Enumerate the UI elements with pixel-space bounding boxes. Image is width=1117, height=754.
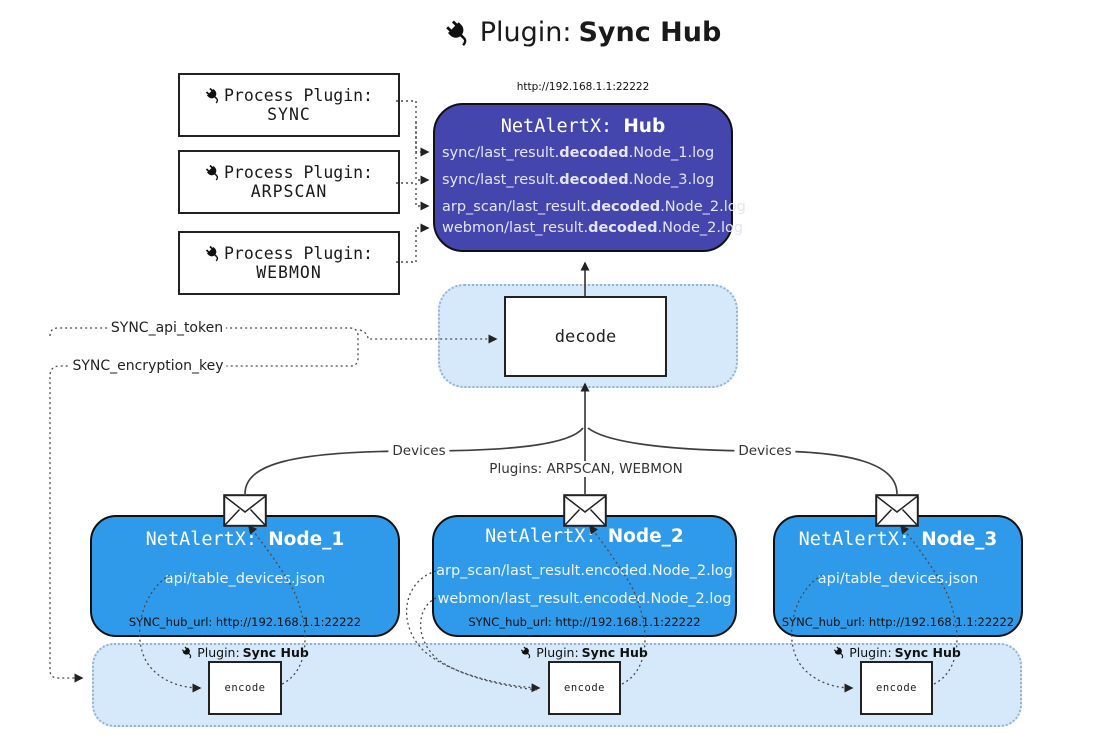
node-title-prefix: NetAlertX: bbox=[798, 529, 911, 550]
node-title-prefix: NetAlertX: bbox=[145, 529, 258, 550]
hub-log-bold: decoded bbox=[588, 220, 658, 236]
node-file-line: arp_scan/last_result.encoded.Node_2.log bbox=[436, 563, 733, 579]
hub-box: NetAlertX: Hub sync/last_result.decoded.… bbox=[433, 103, 746, 252]
hub-log-post: .Node_2.log bbox=[657, 220, 744, 236]
edge-arpscan-plugin-to-hub bbox=[396, 182, 430, 211]
node-2-box: NetAlertX: Node_2 arp_scan/last_result.e… bbox=[432, 515, 737, 637]
edge-label-devices-left: Devices bbox=[388, 443, 450, 459]
hub-url-label: http://192.168.1.1:22222 bbox=[516, 81, 650, 93]
sync-encryption-key-label: SYNC_encryption_key bbox=[69, 358, 227, 374]
page-title-label: Plugin: bbox=[479, 17, 572, 48]
node-1-box: NetAlertX: Node_1 api/table_devices.json… bbox=[90, 515, 400, 637]
node-title: NetAlertX: Node_3 bbox=[775, 529, 1021, 550]
process-plugin-label: Process Plugin: bbox=[223, 163, 373, 182]
process-plugin-label: Process Plugin: bbox=[223, 86, 373, 105]
hub-log-pre: arp_scan/last_result. bbox=[442, 199, 591, 215]
encode-box: encode bbox=[208, 661, 282, 715]
hub-log-post: .Node_3.log bbox=[628, 172, 715, 188]
encode-box: encode bbox=[548, 661, 621, 715]
encode-plugin-label: Plugin: Sync Hub bbox=[833, 645, 961, 660]
decode-box: decode bbox=[504, 296, 667, 377]
envelope-icon bbox=[223, 494, 267, 527]
encode-plugin-label: Plugin: Sync Hub bbox=[520, 645, 648, 660]
encode-box: encode bbox=[860, 661, 933, 715]
hub-log-bold: decoded bbox=[559, 145, 629, 161]
encode-plugin-prefix: Plugin: bbox=[197, 645, 240, 660]
process-plugin-sync-label-row: Process Plugin: bbox=[205, 86, 373, 105]
encode-plugin-name: Sync Hub bbox=[581, 645, 648, 660]
plug-icon bbox=[445, 19, 473, 47]
encode-plugin-name: Sync Hub bbox=[242, 645, 309, 660]
node-file-line: api/table_devices.json bbox=[164, 571, 326, 587]
node-file-line: webmon/last_result.encoded.Node_2.log bbox=[437, 591, 732, 607]
node-hub-url: SYNC_hub_url: http://192.168.1.1:22222 bbox=[468, 615, 701, 629]
process-plugin-label: Process Plugin: bbox=[223, 244, 373, 263]
hub-log-line: arp_scan/last_result.decoded.Node_2.log bbox=[442, 199, 746, 215]
hub-title-name: Hub bbox=[623, 116, 666, 137]
page-title-name: Sync Hub bbox=[578, 17, 722, 48]
process-plugin-name: ARPSCAN bbox=[250, 182, 328, 201]
plug-icon bbox=[520, 646, 533, 659]
node-file-line: api/table_devices.json bbox=[817, 571, 979, 587]
sync-api-token-label: SYNC_api_token bbox=[107, 320, 227, 336]
hub-log-pre: sync/last_result. bbox=[442, 145, 560, 161]
process-plugin-name: WEBMON bbox=[256, 263, 322, 282]
node-hub-url: SYNC_hub_url: http://192.168.1.1:22222 bbox=[781, 615, 1015, 629]
plug-icon bbox=[205, 164, 222, 181]
encode-plugin-prefix: Plugin: bbox=[849, 645, 892, 660]
hub-log-bold: decoded bbox=[590, 199, 661, 215]
process-plugin-name: SYNC bbox=[267, 105, 311, 124]
hub-log-line: sync/last_result.decoded.Node_3.log bbox=[442, 172, 714, 188]
hub-log-line: webmon/last_result.decoded.Node_2.log bbox=[442, 220, 743, 236]
node-3-box: NetAlertX: Node_3 api/table_devices.json… bbox=[773, 515, 1023, 637]
hub-log-pre: sync/last_result. bbox=[442, 172, 560, 188]
process-plugin-arpscan-label-row: Process Plugin: bbox=[205, 163, 373, 182]
edge-label-devices-right: Devices bbox=[734, 443, 796, 459]
hub-log-pre: webmon/last_result. bbox=[442, 220, 589, 236]
process-plugin-webmon-label-row: Process Plugin: bbox=[205, 244, 373, 263]
plug-icon bbox=[205, 87, 222, 104]
node-title-name: Node_2 bbox=[607, 526, 684, 547]
hub-log-line: sync/last_result.decoded.Node_1.log bbox=[442, 145, 714, 161]
hub-log-bold: decoded bbox=[559, 172, 629, 188]
node-title-name: Node_1 bbox=[268, 529, 345, 550]
envelope-icon bbox=[875, 494, 919, 527]
encode-plugin-label: Plugin: Sync Hub bbox=[181, 645, 309, 660]
page-title: Plugin: Sync Hub bbox=[445, 17, 722, 48]
node-title-prefix: NetAlertX: bbox=[485, 526, 597, 547]
plug-icon bbox=[181, 646, 194, 659]
edge-webmon-plugin-to-hub bbox=[396, 223, 430, 263]
edge-sync-plugin-to-hub-2 bbox=[415, 122, 430, 185]
hub-title-prefix: NetAlertX: bbox=[500, 116, 613, 137]
hub-log-post: .Node_2.log bbox=[660, 199, 746, 215]
envelope-icon bbox=[563, 494, 607, 527]
process-plugin-arpscan: Process Plugin: ARPSCAN bbox=[178, 150, 400, 214]
node-title: NetAlertX: Node_2 bbox=[434, 526, 735, 547]
process-plugin-webmon: Process Plugin: WEBMON bbox=[178, 231, 400, 295]
node-title-name: Node_3 bbox=[921, 529, 998, 550]
edge-label-plugins-center: Plugins: ARPSCAN, WEBMON bbox=[485, 461, 687, 477]
node-hub-url: SYNC_hub_url: http://192.168.1.1:22222 bbox=[128, 615, 362, 629]
hub-title: NetAlertX: Hub bbox=[435, 116, 731, 137]
edge-sync-plugin-to-hub-1 bbox=[396, 100, 430, 157]
plug-icon bbox=[833, 646, 846, 659]
node-title: NetAlertX: Node_1 bbox=[92, 529, 398, 550]
encode-plugin-name: Sync Hub bbox=[894, 645, 961, 660]
plug-icon bbox=[205, 245, 222, 262]
encode-plugin-prefix: Plugin: bbox=[536, 645, 579, 660]
process-plugin-sync: Process Plugin: SYNC bbox=[178, 73, 400, 137]
hub-log-post: .Node_1.log bbox=[628, 145, 715, 161]
